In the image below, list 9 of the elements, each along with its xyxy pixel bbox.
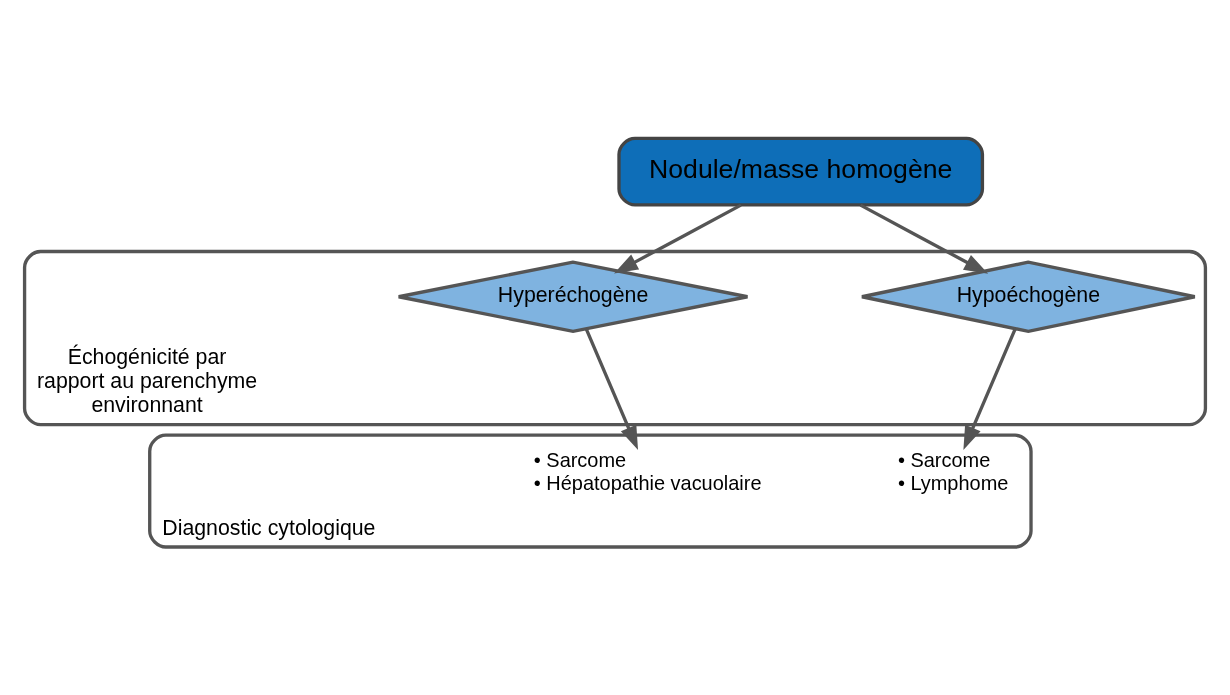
arrow — [859, 203, 989, 274]
arrow — [614, 203, 742, 273]
node-diamond: Hyperéchogène — [397, 259, 750, 333]
node-diamond: Hypoéchogène — [860, 259, 1197, 333]
node-text: • Sarcome • Hépatopathie vacuolaire — [533, 448, 762, 494]
arrow — [963, 327, 1017, 450]
node-text: • Sarcome • Lymphome — [897, 448, 1009, 494]
arrow — [584, 327, 639, 450]
node-box: Nodule/masse homogène — [617, 136, 985, 207]
